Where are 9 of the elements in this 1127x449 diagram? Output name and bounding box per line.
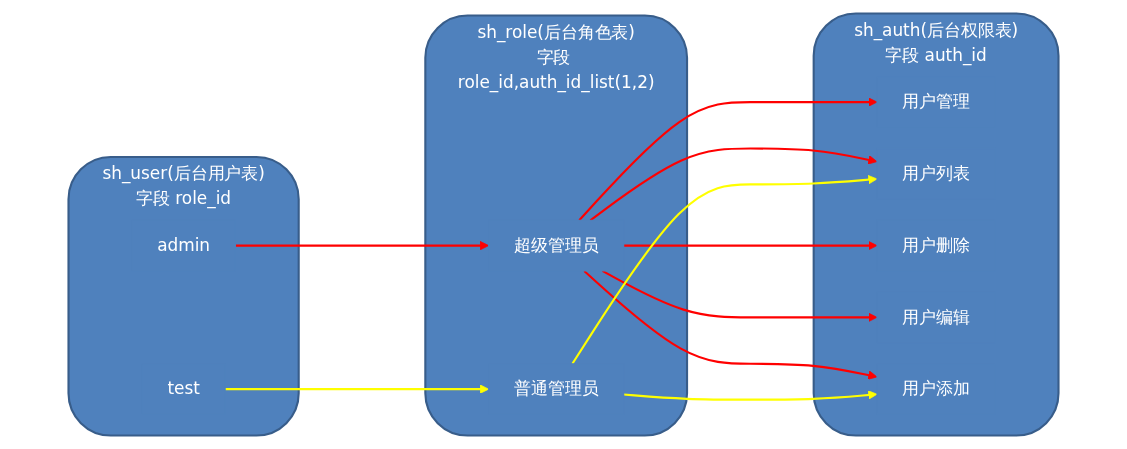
node-text: admin <box>157 235 211 256</box>
node-text: 用户管理 <box>902 91 970 112</box>
node-text: 用户列表 <box>902 163 970 184</box>
node-text: 普通管理员 <box>513 378 599 399</box>
node-text: test <box>167 378 200 399</box>
node-text: 超级管理员 <box>513 235 599 256</box>
node-text: 用户删除 <box>902 235 970 256</box>
node-text: 用户编辑 <box>902 306 970 327</box>
node-text: 用户添加 <box>902 378 970 399</box>
